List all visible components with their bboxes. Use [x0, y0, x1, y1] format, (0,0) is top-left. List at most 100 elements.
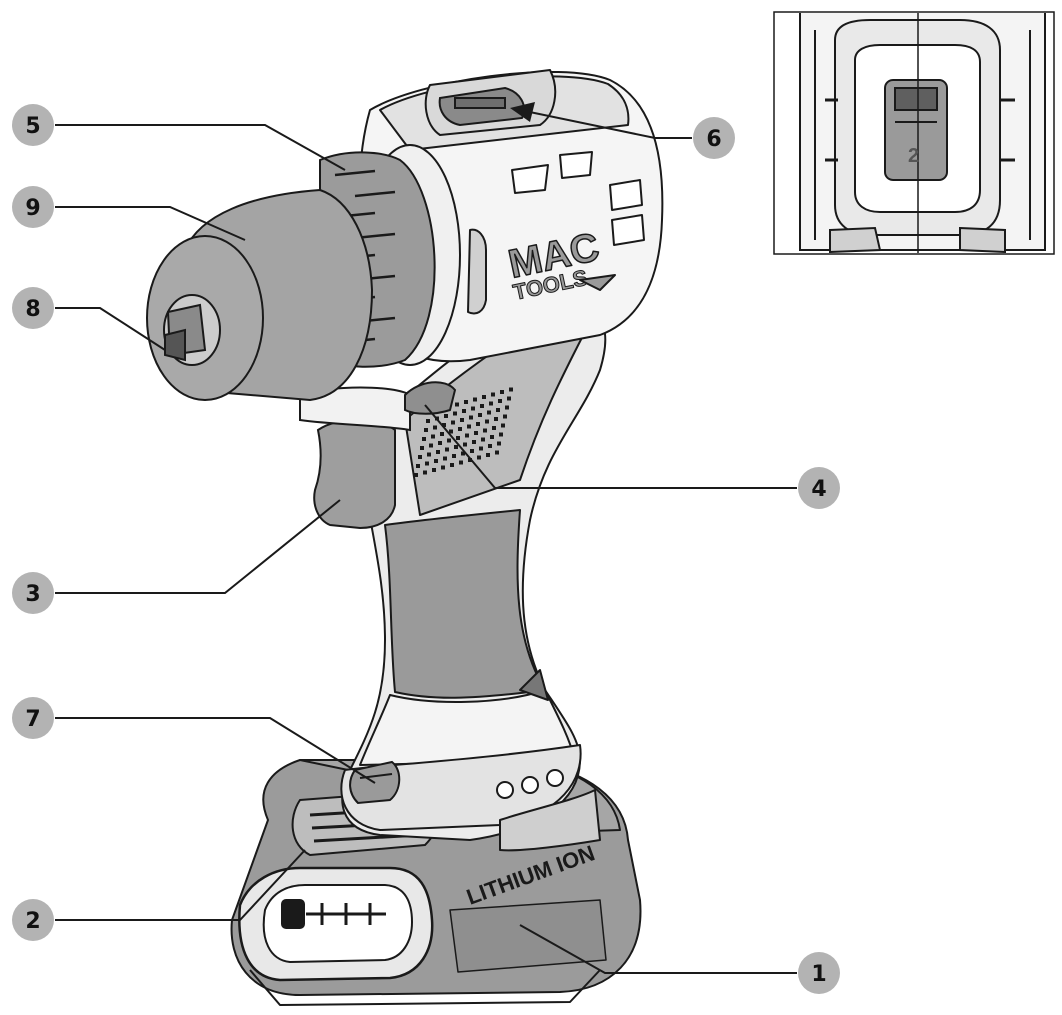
- grip-dot: [481, 437, 485, 442]
- callout-9-label: 9: [25, 196, 40, 221]
- grip-dot: [494, 417, 498, 421]
- grip-dot: [453, 411, 457, 416]
- grip-dot: [462, 409, 466, 413]
- callout-5-label: 5: [25, 114, 40, 139]
- grip-dot: [423, 470, 427, 475]
- callout-7: 7: [12, 697, 54, 739]
- gear-selector-inset: 2: [773, 11, 1055, 255]
- forward-reverse-switch: [404, 381, 457, 415]
- callout-3: 3: [12, 572, 54, 614]
- grip-dot: [436, 450, 440, 454]
- fuel-gauge-indicator: [306, 903, 386, 925]
- grip-dot: [431, 434, 435, 439]
- grip-dot: [499, 432, 503, 437]
- grip-dot: [501, 423, 505, 428]
- grip-dot: [444, 414, 448, 418]
- leader-line-4: [424, 404, 797, 489]
- grip-dot: [488, 444, 492, 448]
- callout-8: 8: [12, 287, 54, 329]
- grip-dot: [471, 406, 475, 411]
- grip-dot: [447, 438, 451, 443]
- grip-dot: [442, 423, 446, 427]
- grip-dot: [465, 433, 469, 438]
- callout-9: 9: [12, 186, 54, 228]
- grip-dot: [450, 463, 454, 467]
- grip-dot: [414, 473, 418, 477]
- callout-1: 1: [798, 952, 840, 994]
- grip-dot: [469, 415, 473, 420]
- grip-dot: [456, 436, 460, 440]
- clutch-rib: [354, 190, 396, 198]
- grip-dot: [507, 396, 511, 401]
- grip-dot: [503, 414, 507, 419]
- grip-dot: [454, 445, 458, 449]
- grip-dot: [478, 413, 482, 417]
- leader-line-8: [55, 307, 166, 351]
- grip-dot: [472, 440, 476, 444]
- grip-dot: [470, 449, 474, 453]
- grip-dot: [486, 453, 490, 457]
- leader-arrowhead-6: [510, 102, 535, 122]
- leader-lines: [55, 109, 797, 974]
- grip-dot: [441, 465, 445, 470]
- callout-4: 4: [798, 467, 840, 509]
- grip-dot: [438, 441, 442, 445]
- grip-dot: [418, 455, 422, 459]
- grip-dot: [424, 428, 428, 432]
- grip-dot: [476, 422, 480, 426]
- chuck-jaws: [164, 303, 207, 362]
- callout-1-label: 1: [811, 962, 826, 987]
- callout-6-label: 6: [706, 127, 721, 152]
- grip-dot: [422, 437, 426, 441]
- inset-gear-number: 2: [908, 145, 919, 167]
- grip-dot: [487, 410, 491, 415]
- callout-5: 5: [12, 104, 54, 146]
- grip-dot: [429, 443, 433, 448]
- callout-7-label: 7: [25, 707, 40, 732]
- grip-dot: [449, 429, 453, 434]
- grip-dot: [425, 461, 429, 466]
- grip-dot: [426, 419, 430, 423]
- grip-texture: [414, 387, 513, 477]
- leader-line-3: [55, 499, 341, 594]
- callout-2: 2: [12, 899, 54, 941]
- grip-dot: [452, 454, 456, 458]
- grip-dot: [451, 420, 455, 425]
- grip-dot: [434, 459, 438, 463]
- gear-selector: [438, 86, 525, 127]
- grip-dot: [461, 451, 465, 456]
- grip-dot: [459, 460, 463, 465]
- grip-dot: [468, 458, 472, 462]
- callout-6: 6: [693, 117, 735, 159]
- grip-dot: [467, 424, 471, 429]
- grip-dot: [491, 392, 495, 397]
- grip-dot: [489, 401, 493, 406]
- callout-8-label: 8: [25, 297, 40, 322]
- leader-line-6: [519, 109, 692, 139]
- leader-line-5: [55, 124, 346, 171]
- grip-dot: [477, 455, 481, 460]
- grip-dot: [432, 468, 436, 472]
- grip-dot: [492, 426, 496, 430]
- grip-dot: [433, 425, 437, 430]
- grip-dot: [473, 397, 477, 402]
- grip-dot: [509, 387, 513, 392]
- clutch-rib: [334, 169, 376, 177]
- drill-handle: [340, 306, 607, 852]
- grip-dot: [474, 431, 478, 435]
- grip-dot: [485, 419, 489, 424]
- grip-dot: [440, 432, 444, 436]
- leader-line-9: [55, 206, 246, 241]
- grip-dot: [460, 418, 464, 422]
- trigger: [299, 386, 411, 530]
- grip-dot: [463, 442, 467, 447]
- grip-dot: [464, 400, 468, 404]
- grip-dot: [498, 399, 502, 403]
- grip-dot: [458, 427, 462, 431]
- grip-dot: [427, 452, 431, 457]
- leader-line-1: [519, 924, 797, 974]
- grip-dot: [500, 390, 504, 394]
- grip-dot: [505, 405, 509, 410]
- grip-dot: [455, 402, 459, 407]
